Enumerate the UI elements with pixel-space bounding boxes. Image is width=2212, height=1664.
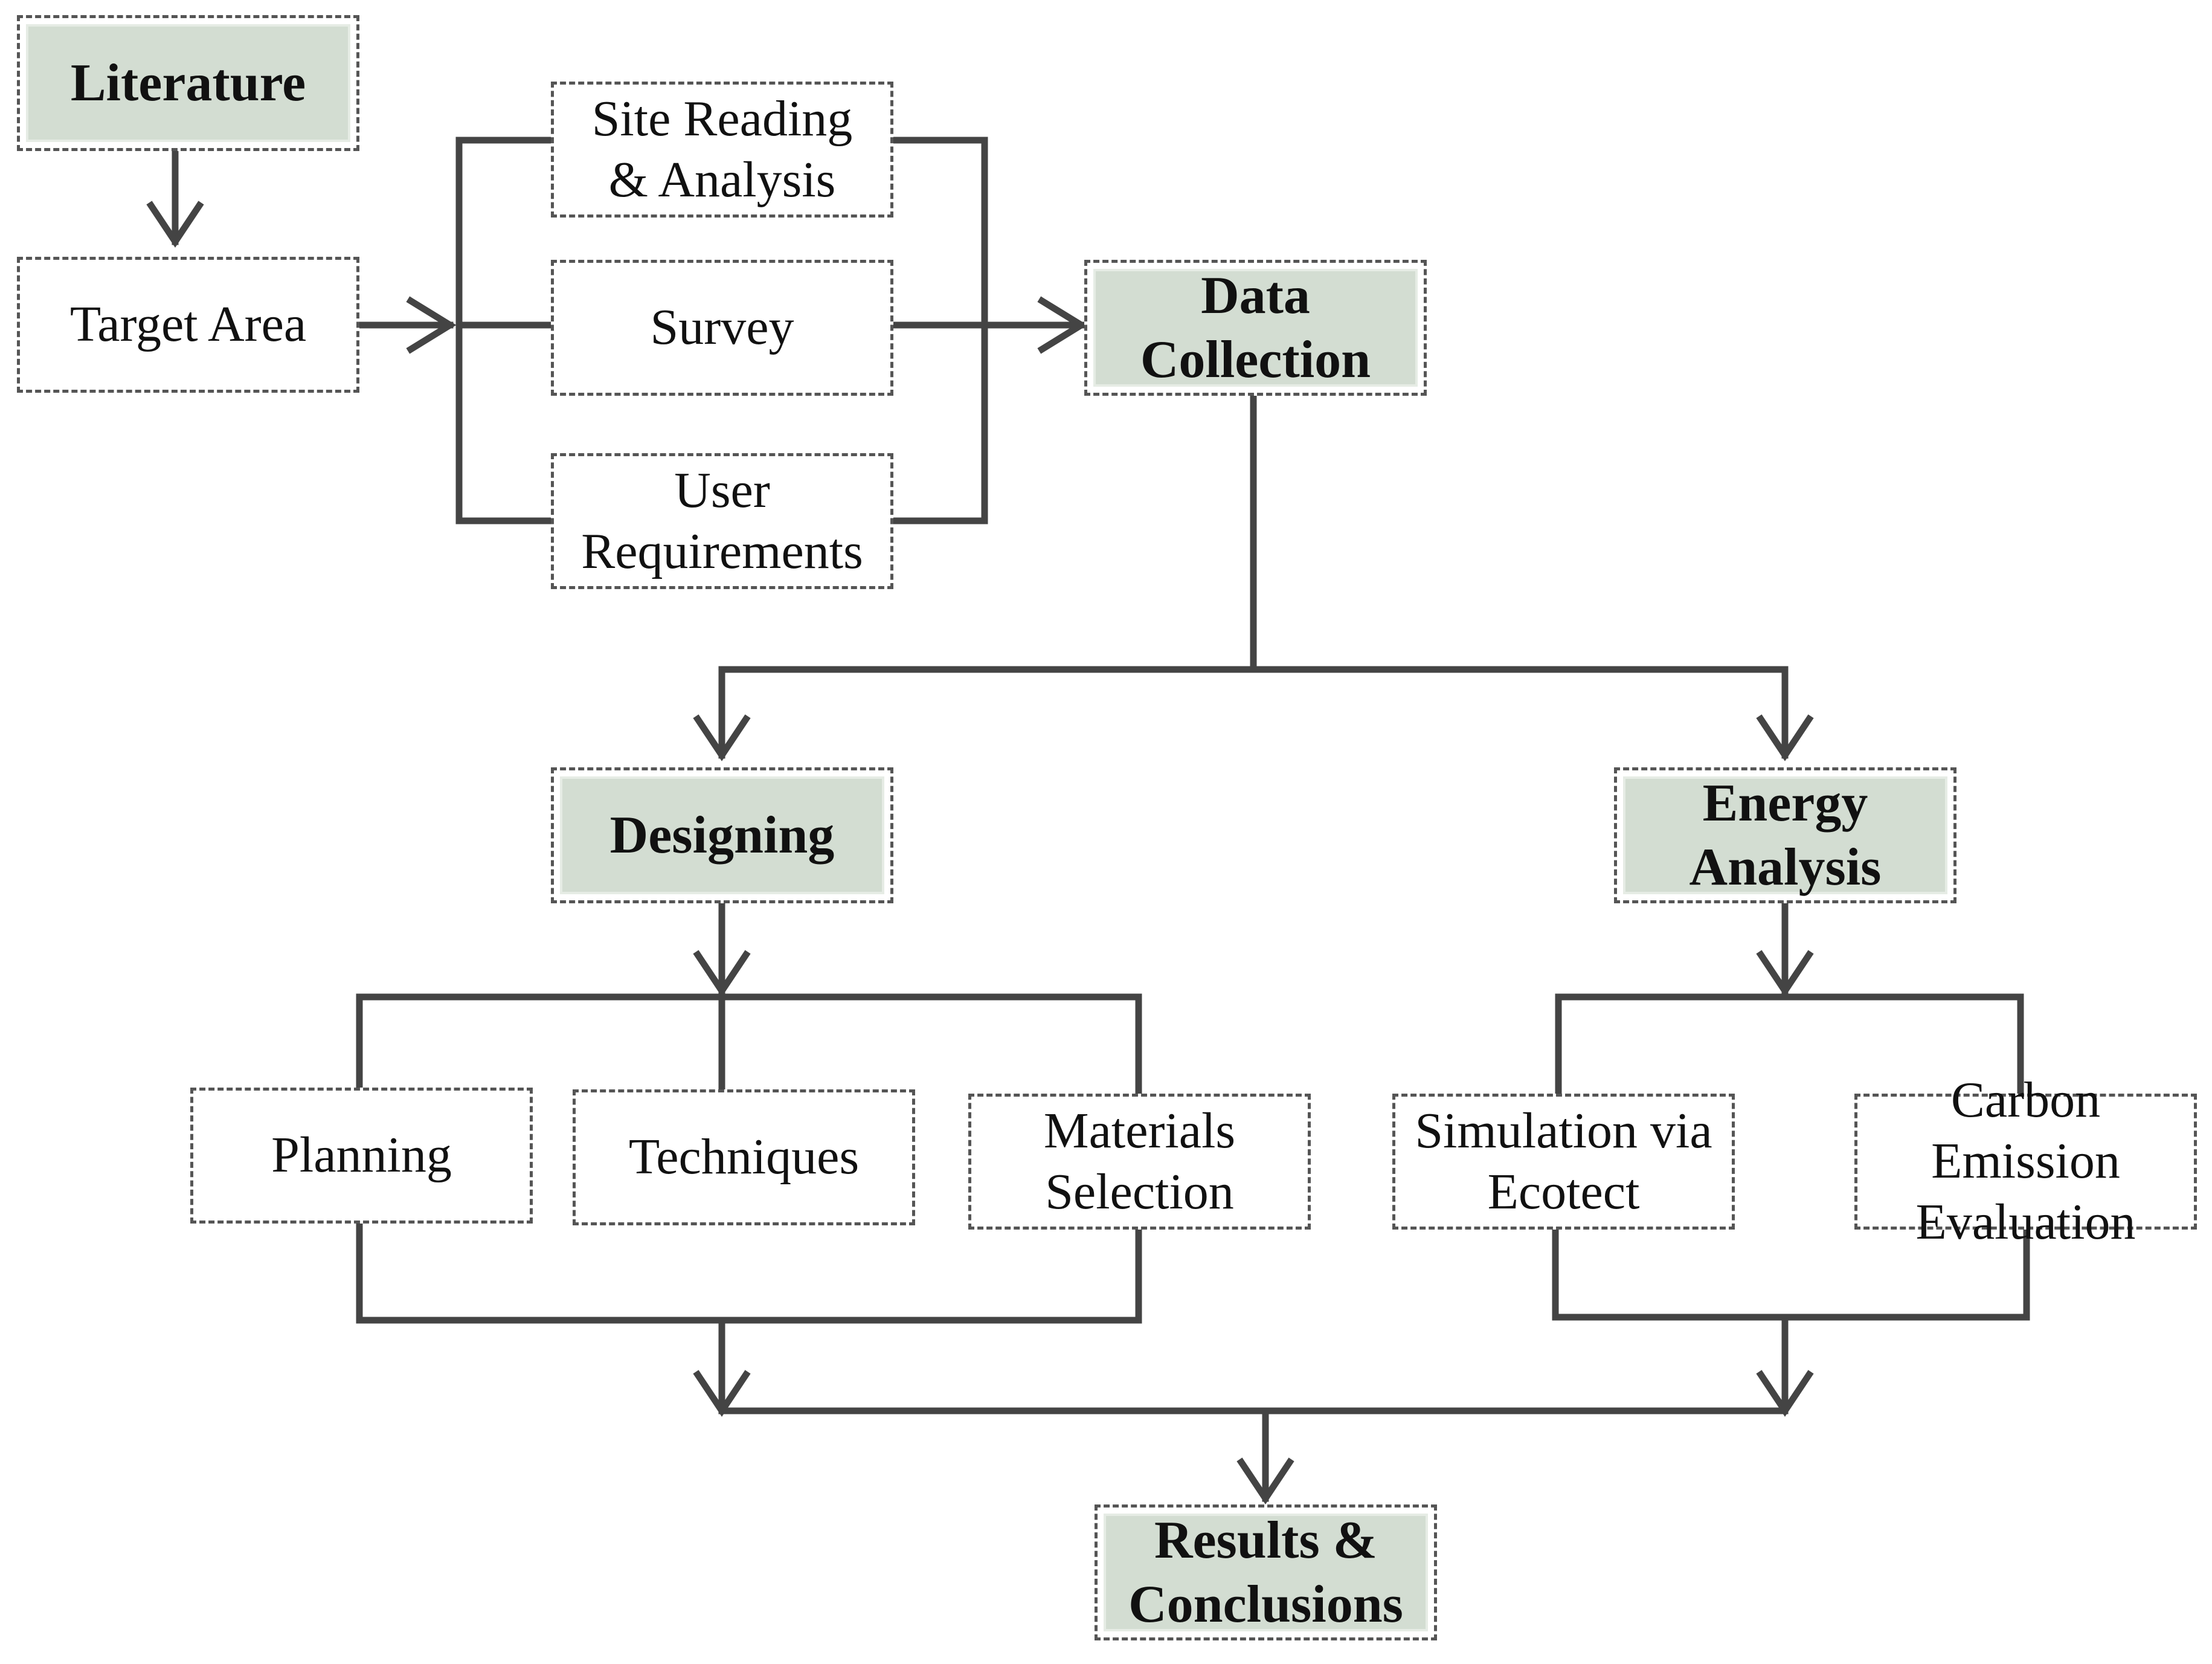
node-user-requirements: User Requirements	[551, 453, 893, 589]
node-designing-label: Designing	[609, 805, 835, 865]
node-literature-label: Literature	[70, 53, 306, 112]
node-survey-label: Survey	[650, 299, 794, 356]
arrowhead-energy-sub	[1756, 950, 1814, 997]
node-techniques-label: Techniques	[628, 1129, 860, 1185]
arrowhead-results	[1236, 1457, 1294, 1504]
node-data-collection: Data Collection	[1084, 260, 1427, 396]
arrowhead-designing-sub	[693, 950, 751, 997]
node-survey: Survey	[551, 260, 893, 396]
node-literature: Literature	[17, 15, 359, 151]
arrowhead-data-collection	[1037, 296, 1088, 354]
node-planning: Planning	[190, 1088, 533, 1224]
node-energy-analysis: Energy Analysis	[1614, 767, 1956, 903]
node-data-collection-label: Data Collection	[1140, 266, 1371, 389]
arrowhead-target-area	[146, 201, 204, 248]
node-results-conclusions: Results & Conclusions	[1095, 1504, 1437, 1640]
node-user-requirements-label: User Requirements	[581, 462, 863, 579]
node-energy-analysis-label: Energy Analysis	[1689, 773, 1882, 897]
arrowhead-bracket-left	[406, 296, 457, 354]
node-target-area: Target Area	[17, 257, 359, 393]
node-target-area-label: Target Area	[69, 296, 307, 353]
node-results-conclusions-label: Results & Conclusions	[1128, 1511, 1403, 1634]
node-designing: Designing	[551, 767, 893, 903]
node-planning-label: Planning	[271, 1127, 452, 1184]
node-simulation-label: Simulation via Ecotect	[1415, 1102, 1712, 1220]
arrowhead-designing	[693, 714, 751, 761]
node-materials-selection: Materials Selection	[968, 1094, 1311, 1230]
node-materials-selection-label: Materials Selection	[1043, 1102, 1236, 1220]
node-techniques: Techniques	[573, 1089, 915, 1225]
node-site-reading-label: Site Reading & Analysis	[591, 90, 853, 208]
node-carbon-emission: Carbon Emission Evaluation	[1854, 1072, 2197, 1250]
node-simulation: Simulation via Ecotect	[1392, 1094, 1735, 1230]
arrowhead-energy	[1756, 714, 1814, 761]
node-carbon-emission-label: Carbon Emission Evaluation	[1915, 1072, 2136, 1250]
node-site-reading: Site Reading & Analysis	[551, 82, 893, 218]
